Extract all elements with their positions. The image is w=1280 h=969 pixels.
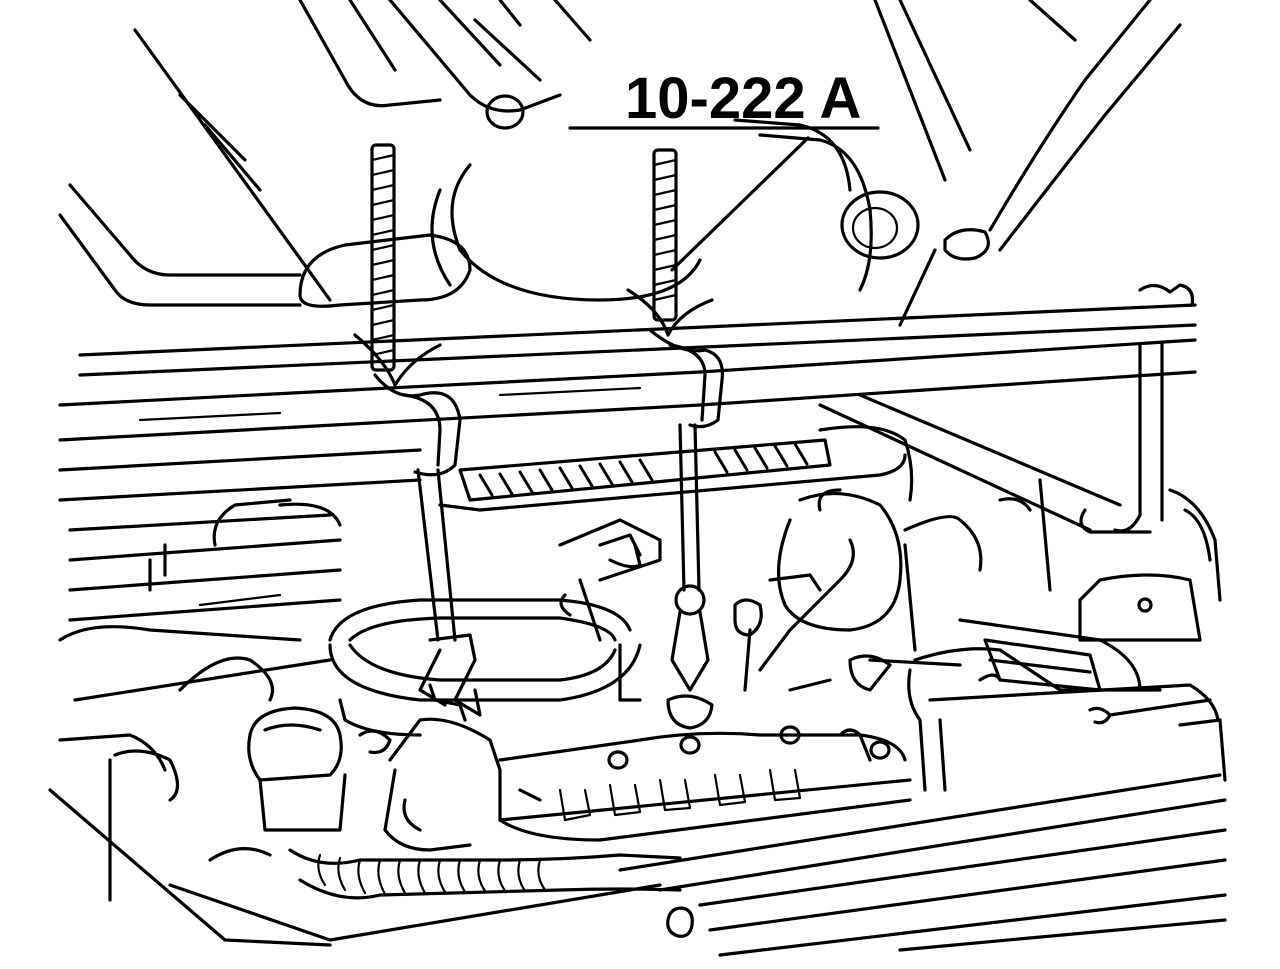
left-threaded-rod — [353, 143, 482, 722]
engine-bay-left — [48, 498, 342, 947]
filler-cap-and-hoses — [208, 706, 682, 900]
tool-callout: 10-222 A — [568, 66, 880, 272]
fluid-reservoir — [733, 488, 983, 692]
support-bar — [58, 283, 1197, 534]
tool-label: 10-222 A — [625, 66, 861, 131]
engine-block — [383, 717, 912, 852]
engine-bay-right — [788, 478, 1222, 792]
callout-leader — [670, 136, 810, 272]
right-threaded-rod — [626, 148, 724, 730]
air-cleaner-housing — [328, 518, 662, 737]
front-cross-member — [168, 718, 1227, 957]
hood-inner-panel — [58, 0, 1182, 327]
hatched-mount — [438, 425, 914, 512]
